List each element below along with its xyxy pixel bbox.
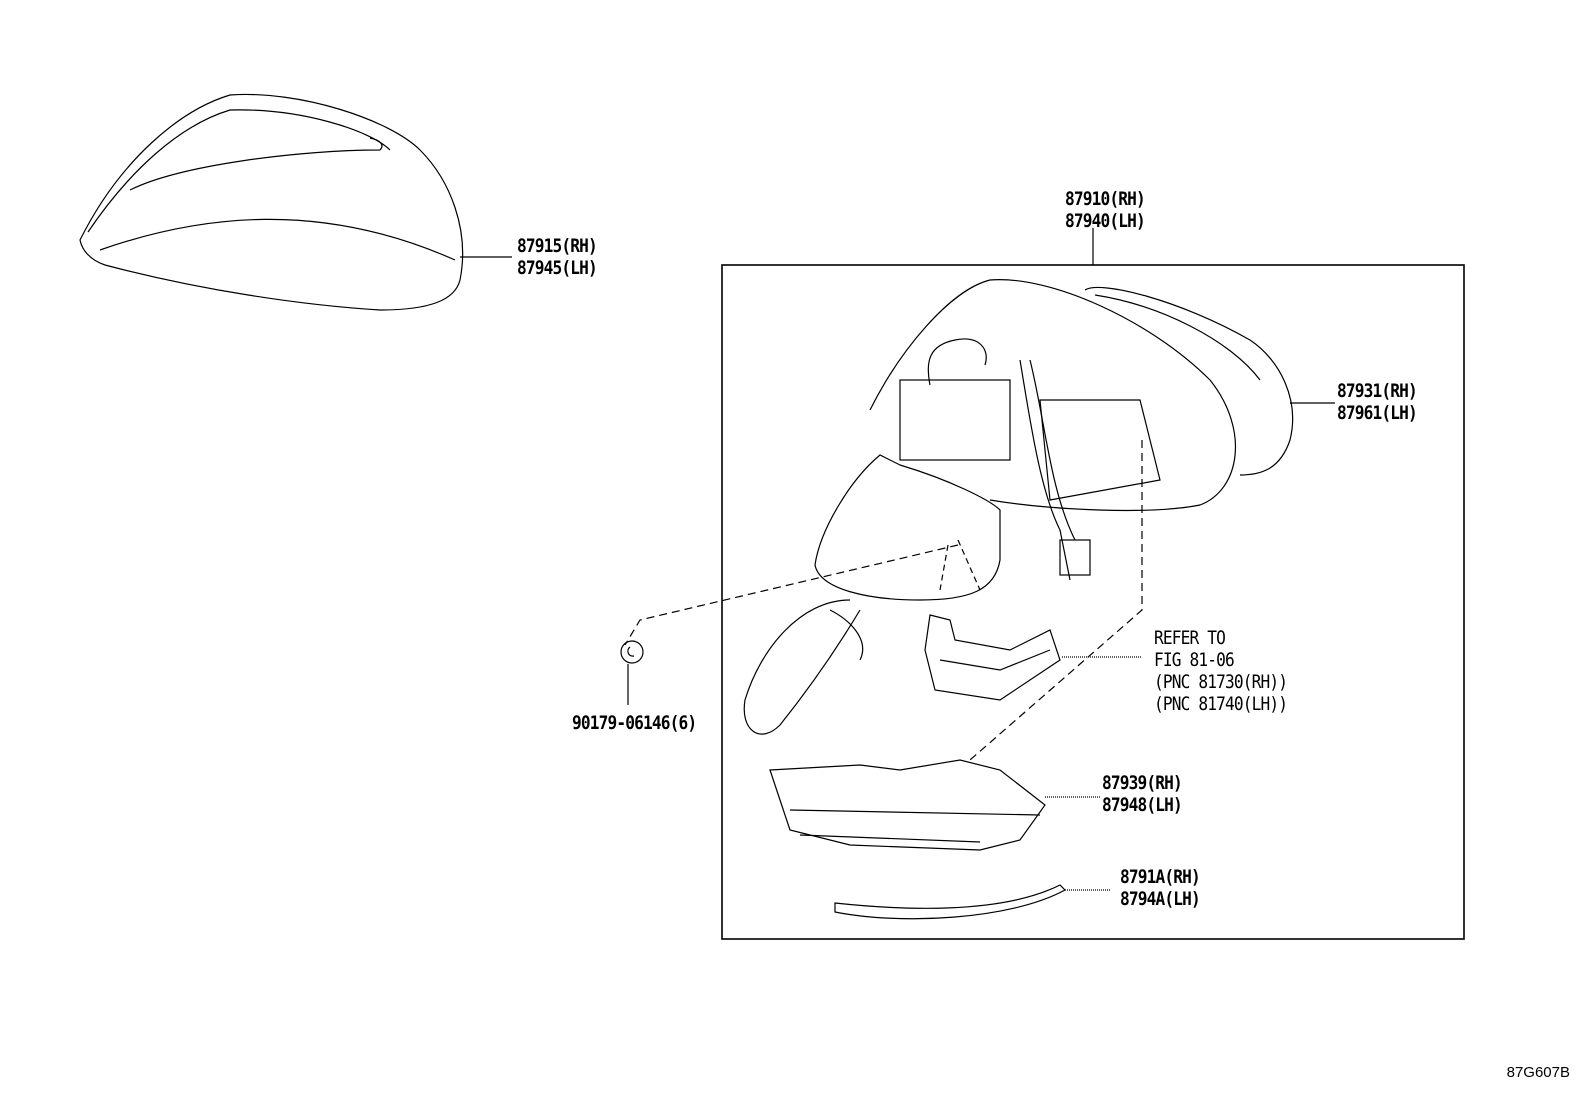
lamp-base-part bbox=[769, 759, 1046, 851]
dashed-hidden-line bbox=[939, 539, 981, 591]
mirror-glass-part bbox=[1084, 286, 1294, 476]
callout-cover: 87915(RH)87945(LH) bbox=[517, 235, 598, 279]
mirror-body-part bbox=[743, 279, 1236, 735]
clip-detail bbox=[627, 646, 635, 657]
dashed-leader-lamp bbox=[969, 440, 1143, 761]
mirror-cover-part bbox=[79, 93, 464, 311]
dashed-leader-clip bbox=[624, 544, 959, 646]
figure-code: 87G607B bbox=[1506, 1064, 1570, 1081]
callout-clip: 90179-06146(6) bbox=[572, 712, 697, 734]
garnish-part bbox=[834, 884, 1066, 920]
callout-garnish: 8791A(RH)8794A(LH) bbox=[1120, 866, 1201, 910]
callout-lamp: 87939(RH)87948(LH) bbox=[1102, 772, 1183, 816]
callout-assembly: 87910(RH)87940(LH) bbox=[1065, 188, 1146, 232]
callout-mirror: 87931(RH)87961(LH) bbox=[1337, 380, 1418, 424]
turn-signal-part bbox=[924, 614, 1061, 701]
clip-part bbox=[620, 640, 644, 664]
